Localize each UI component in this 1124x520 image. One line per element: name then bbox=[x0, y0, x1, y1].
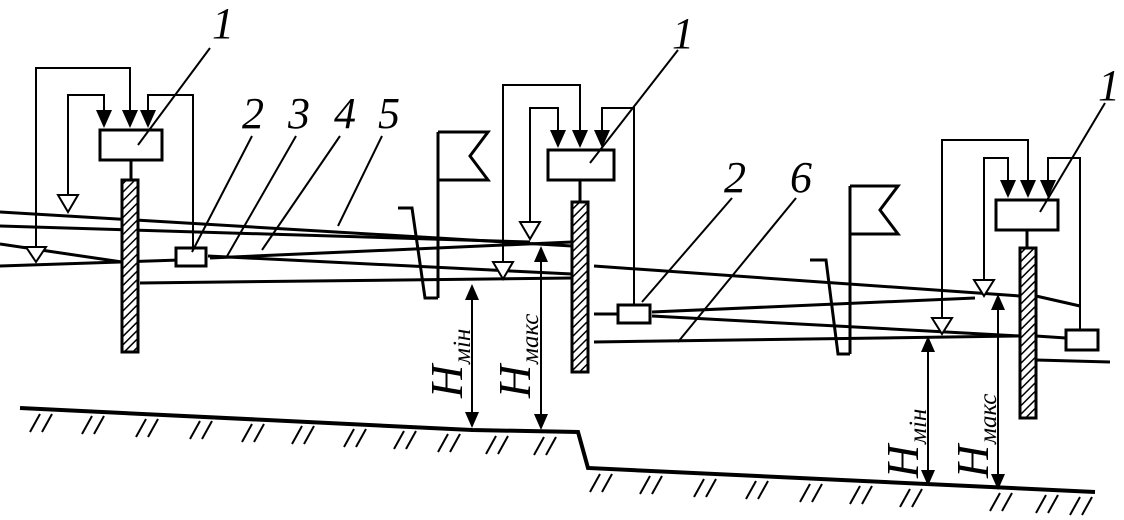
h-min-sub-1: мін bbox=[449, 329, 476, 365]
sprinkler-unit-2 bbox=[491, 49, 679, 374]
label-3: 3 bbox=[287, 89, 310, 138]
arrow-heads bbox=[96, 110, 156, 128]
control-box bbox=[994, 198, 1060, 232]
label-4: 4 bbox=[334, 89, 356, 138]
label-2-a: 2 bbox=[242, 89, 264, 138]
height-dimensions: H мін H макс H мін H макс bbox=[421, 246, 1005, 490]
control-box bbox=[98, 128, 164, 162]
support-post bbox=[1018, 246, 1038, 420]
label-6: 6 bbox=[790, 153, 812, 202]
label-1-a: 1 bbox=[212, 0, 234, 48]
h-max-label-2: H bbox=[947, 442, 998, 479]
support-post bbox=[570, 200, 590, 374]
h-max-sub-2: макс bbox=[975, 394, 1002, 445]
callouts: 1 1 1 2 3 4 5 2 6 bbox=[191, 0, 1120, 343]
label-5: 5 bbox=[378, 89, 400, 138]
label-1-b: 1 bbox=[672, 9, 694, 58]
flag-1 bbox=[398, 130, 491, 300]
h-min-sub-2: мін bbox=[905, 409, 932, 445]
coupler-2b bbox=[616, 303, 652, 325]
coupler-2a bbox=[174, 246, 208, 268]
control-box bbox=[546, 148, 616, 182]
ground-profile bbox=[19, 406, 1096, 516]
h-max-label-1: H bbox=[489, 362, 540, 399]
h-max-sub-1: макс bbox=[517, 314, 544, 365]
h-min-label-2: H bbox=[877, 442, 928, 479]
support-post bbox=[120, 178, 140, 354]
h-min-label-1: H bbox=[421, 362, 472, 399]
label-1-c: 1 bbox=[1098, 61, 1120, 110]
flag-2 bbox=[810, 184, 901, 356]
label-2-b: 2 bbox=[724, 153, 746, 202]
sprinkler-unit-1 bbox=[24, 47, 211, 354]
cable-system bbox=[0, 210, 1111, 364]
sprinkler-unit-3 bbox=[930, 102, 1106, 420]
coupler-3 bbox=[1064, 328, 1100, 352]
